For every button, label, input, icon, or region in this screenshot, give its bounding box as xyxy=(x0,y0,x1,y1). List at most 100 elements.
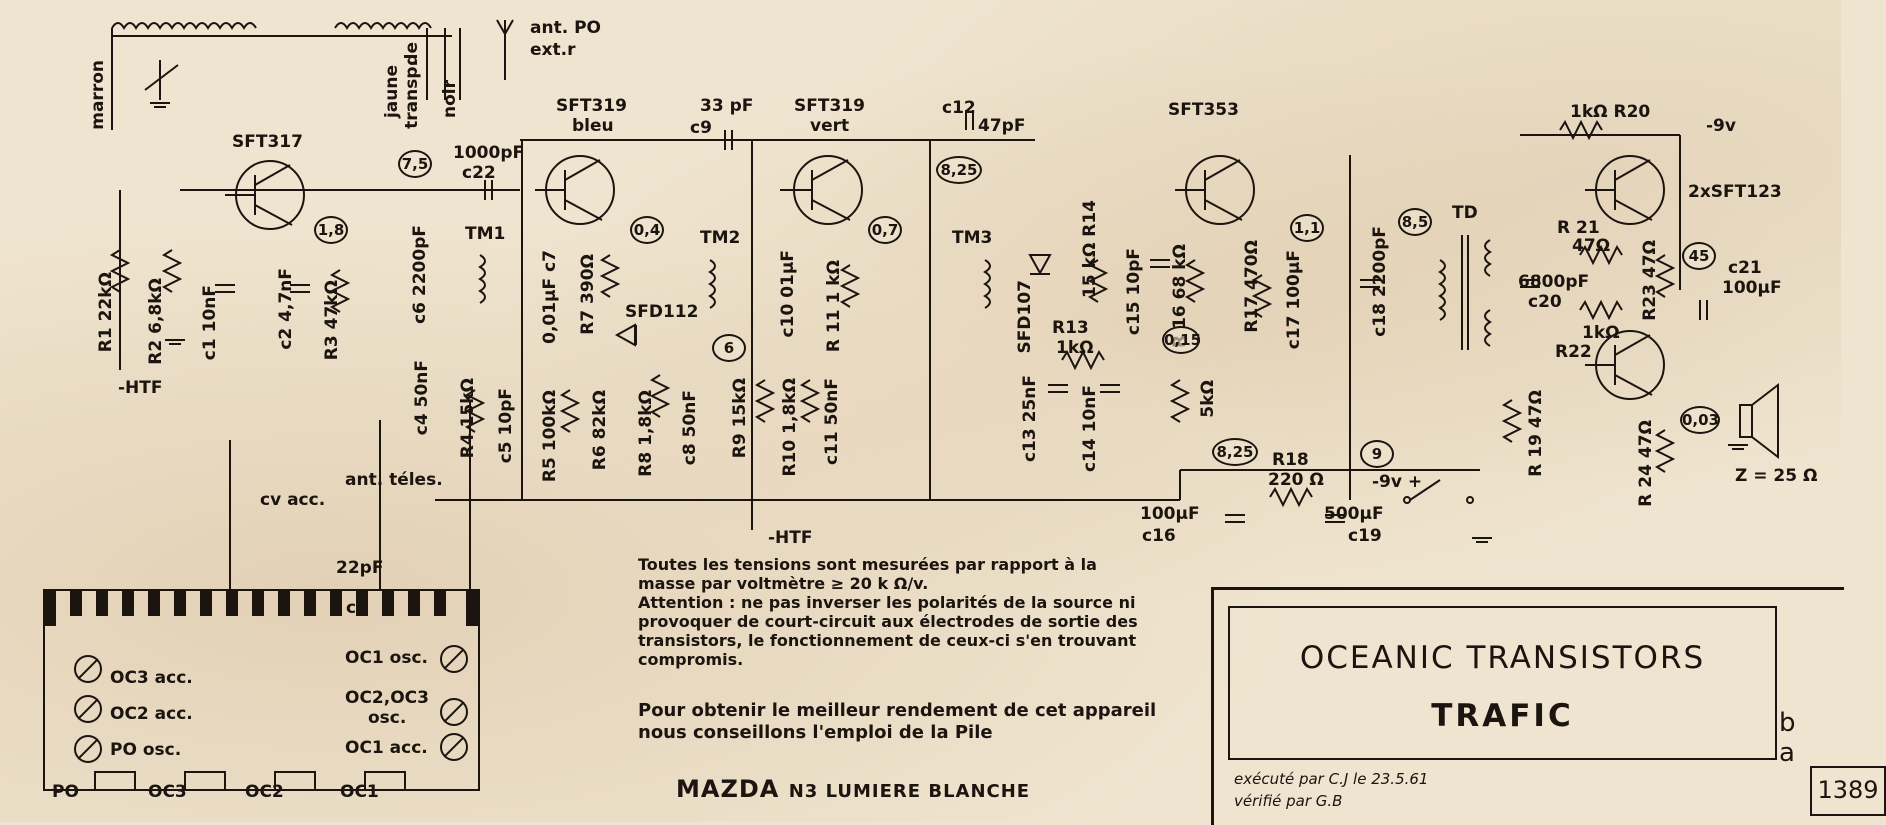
attention-label: Attention xyxy=(638,593,724,612)
brand-title: OCEANIC TRANSISTORS xyxy=(1299,640,1706,676)
r10-label: R10 1,8kΩ xyxy=(780,378,800,477)
title-frame: OCEANIC TRANSISTORS TRAFIC xyxy=(1228,606,1777,760)
antenna-po-label: ant. PO xyxy=(530,18,601,38)
r7-label: R7 390Ω xyxy=(578,254,598,335)
r13-label: R13 xyxy=(1052,318,1089,338)
r22-label: R22 xyxy=(1555,342,1592,362)
wire-jaune-label: jaune xyxy=(382,65,402,119)
switch-label-right-2: OC2,OC3 xyxy=(345,688,429,708)
r18-value-label: 220 Ω xyxy=(1268,470,1324,490)
c7-label: 0,01µF c7 xyxy=(540,250,560,344)
c9-label: c9 xyxy=(690,118,712,138)
antenna-po-ext-label: ext.r xyxy=(530,40,576,60)
wire-de-label: de xyxy=(402,42,422,66)
c8-label: c8 50nF xyxy=(680,390,700,466)
switch-adjust-icon xyxy=(74,655,102,683)
transformer-tm1-label: TM1 xyxy=(465,224,506,244)
transistor-t5-label: 2xSFT123 xyxy=(1688,182,1782,202)
c11-label: c11 50nF xyxy=(822,378,842,466)
c5-label: c5 10pF xyxy=(496,388,516,464)
supply-neg-label: -9v xyxy=(1706,116,1736,136)
r18-label: R18 xyxy=(1272,450,1309,470)
executed-by: exécuté par C.J le 23.5.61 xyxy=(1234,770,1429,788)
wire-transp-label: transp. xyxy=(402,60,422,129)
c19-label: c19 xyxy=(1348,526,1382,546)
attention-text: : ne pas inverser les polarités de la so… xyxy=(638,593,1138,669)
drawing-number-box: 1389 xyxy=(1810,766,1886,816)
battery-label: -9v + xyxy=(1372,472,1423,492)
r8-label: R8 1,8kΩ xyxy=(636,390,656,477)
c3-label: c3 xyxy=(346,598,368,618)
c1-label: c1 10nF xyxy=(200,285,220,361)
transistor-t3-color: vert xyxy=(810,116,850,136)
mazda-label: MAZDA xyxy=(676,775,780,803)
band-label-oc1: OC1 xyxy=(340,782,379,802)
c22-label: c22 xyxy=(462,163,496,183)
transistor-t2-label: SFT319 xyxy=(556,96,627,116)
mazda-model-label: N3 LUMIERE BLANCHE xyxy=(788,781,1031,802)
switch-label-right-1: OC1 osc. xyxy=(345,648,429,668)
c3-value-label: 22pF xyxy=(336,558,384,578)
c12-label: c12 xyxy=(942,98,976,118)
c13-label: c13 25nF xyxy=(1020,375,1040,463)
notes-attention: Attention : ne pas inverser les polarité… xyxy=(638,593,1148,669)
voltage-3: 0,4 xyxy=(630,216,664,244)
r3-label: R3 47kΩ xyxy=(322,280,342,361)
r14-label: 15 kΩ R14 xyxy=(1080,200,1100,298)
voltage-6: 8,25 xyxy=(936,156,982,184)
measurement-notes: Toutes les tensions sont mesurées par ra… xyxy=(638,555,1148,669)
voltage-12: 45 xyxy=(1682,242,1716,270)
c15-label: c15 10pF xyxy=(1124,248,1144,336)
antenna-teles-label: ant. téles. xyxy=(345,470,443,490)
c14-label: c14 10nF xyxy=(1080,385,1100,473)
voltage-11: 9 xyxy=(1360,440,1394,468)
transistor-t2-color: bleu xyxy=(572,116,614,136)
c18-label: c18 2200pF xyxy=(1370,226,1390,337)
transistor-t1-label: SFT317 xyxy=(232,132,303,152)
r13-value-label: 1kΩ xyxy=(1056,338,1094,358)
c16-label: c16 xyxy=(1142,526,1176,546)
r21-label: R 21 xyxy=(1557,218,1600,238)
c9-value-label: 33 pF xyxy=(700,96,754,116)
c10-label: c10 01µF xyxy=(778,250,798,338)
band-label-po: PO xyxy=(52,782,79,802)
wire-noir-label: noir xyxy=(440,80,460,118)
c2-label: c2 4,7nF xyxy=(276,268,296,350)
c21-value-label: 100µF xyxy=(1722,278,1782,298)
switch-label-left-2: OC2 acc. xyxy=(110,704,193,724)
r11-label: R 11 1 kΩ xyxy=(824,260,844,353)
c12-value-label: 47pF xyxy=(978,116,1026,136)
c22-value-label: 1000pF xyxy=(453,143,525,163)
voltage-1: 7,5 xyxy=(398,150,432,178)
switch-adjust-icon xyxy=(440,645,468,673)
switch-adjust-icon xyxy=(74,695,102,723)
voltage-2: 1,8 xyxy=(314,216,348,244)
c21-label: c21 xyxy=(1728,258,1762,278)
schematic-sheet xyxy=(0,0,1841,822)
band-label-oc2: OC2 xyxy=(245,782,284,802)
r21-value-label: 47Ω xyxy=(1572,236,1611,256)
c4-label: c4 50nF xyxy=(412,360,432,436)
cv-acc-label: cv acc. xyxy=(260,490,326,510)
switch-label-right-4: OC1 acc. xyxy=(345,738,428,758)
switch-label-left-3: PO osc. xyxy=(110,740,182,760)
voltage-5: 0,7 xyxy=(868,216,902,244)
r19-label: R 19 47Ω xyxy=(1526,390,1546,477)
r4-label: R4 15kΩ xyxy=(458,378,478,459)
switch-adjust-icon xyxy=(74,735,102,763)
r23-label: R23 47Ω xyxy=(1640,240,1660,321)
r17-label: R17 470Ω xyxy=(1242,240,1262,333)
switch-label-right-3: osc. xyxy=(368,708,407,728)
switch-adjust-icon xyxy=(440,733,468,761)
wire-marron-label: marron xyxy=(88,60,108,130)
band-label-oc3: OC3 xyxy=(148,782,187,802)
pot-label: 5kΩ xyxy=(1198,380,1218,418)
revision-b: b xyxy=(1779,708,1796,738)
c20-value-label: 6800pF xyxy=(1518,272,1590,292)
r22-value-label: 1kΩ xyxy=(1582,323,1620,343)
transistor-t3-label: SFT319 xyxy=(794,96,865,116)
switch-label-left-1: OC3 acc. xyxy=(110,668,193,688)
battery-advice: Pour obtenir le meilleur rendement de ce… xyxy=(638,700,1157,743)
notes-line-1: Toutes les tensions sont mesurées par ra… xyxy=(638,555,1097,593)
c17-label: c17 100µF xyxy=(1284,250,1304,350)
